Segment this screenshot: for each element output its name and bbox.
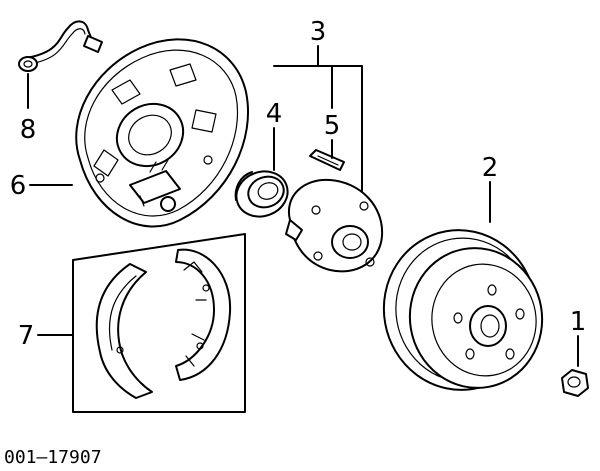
hub-assembly-part-3 bbox=[273, 45, 384, 273]
brake-drum-part-2 bbox=[382, 181, 544, 391]
diagram-code: 001–17907 bbox=[4, 447, 102, 468]
callout-5: 5 bbox=[324, 111, 341, 141]
brake-shoes-part-7 bbox=[37, 233, 246, 413]
callout-4: 4 bbox=[266, 99, 283, 129]
callout-8: 8 bbox=[20, 115, 37, 145]
wheel-bearing-part-4 bbox=[234, 127, 289, 218]
brake-line-part-8 bbox=[18, 20, 103, 109]
callout-1: 1 bbox=[570, 307, 587, 337]
backing-plate-part-6 bbox=[29, 38, 249, 228]
callout-6: 6 bbox=[10, 171, 27, 201]
callout-2: 2 bbox=[482, 153, 499, 183]
callout-7: 7 bbox=[18, 321, 35, 351]
hub-bolt-part-5 bbox=[309, 139, 345, 171]
callout-3: 3 bbox=[310, 17, 327, 47]
lug-nut-part-1 bbox=[561, 335, 589, 397]
